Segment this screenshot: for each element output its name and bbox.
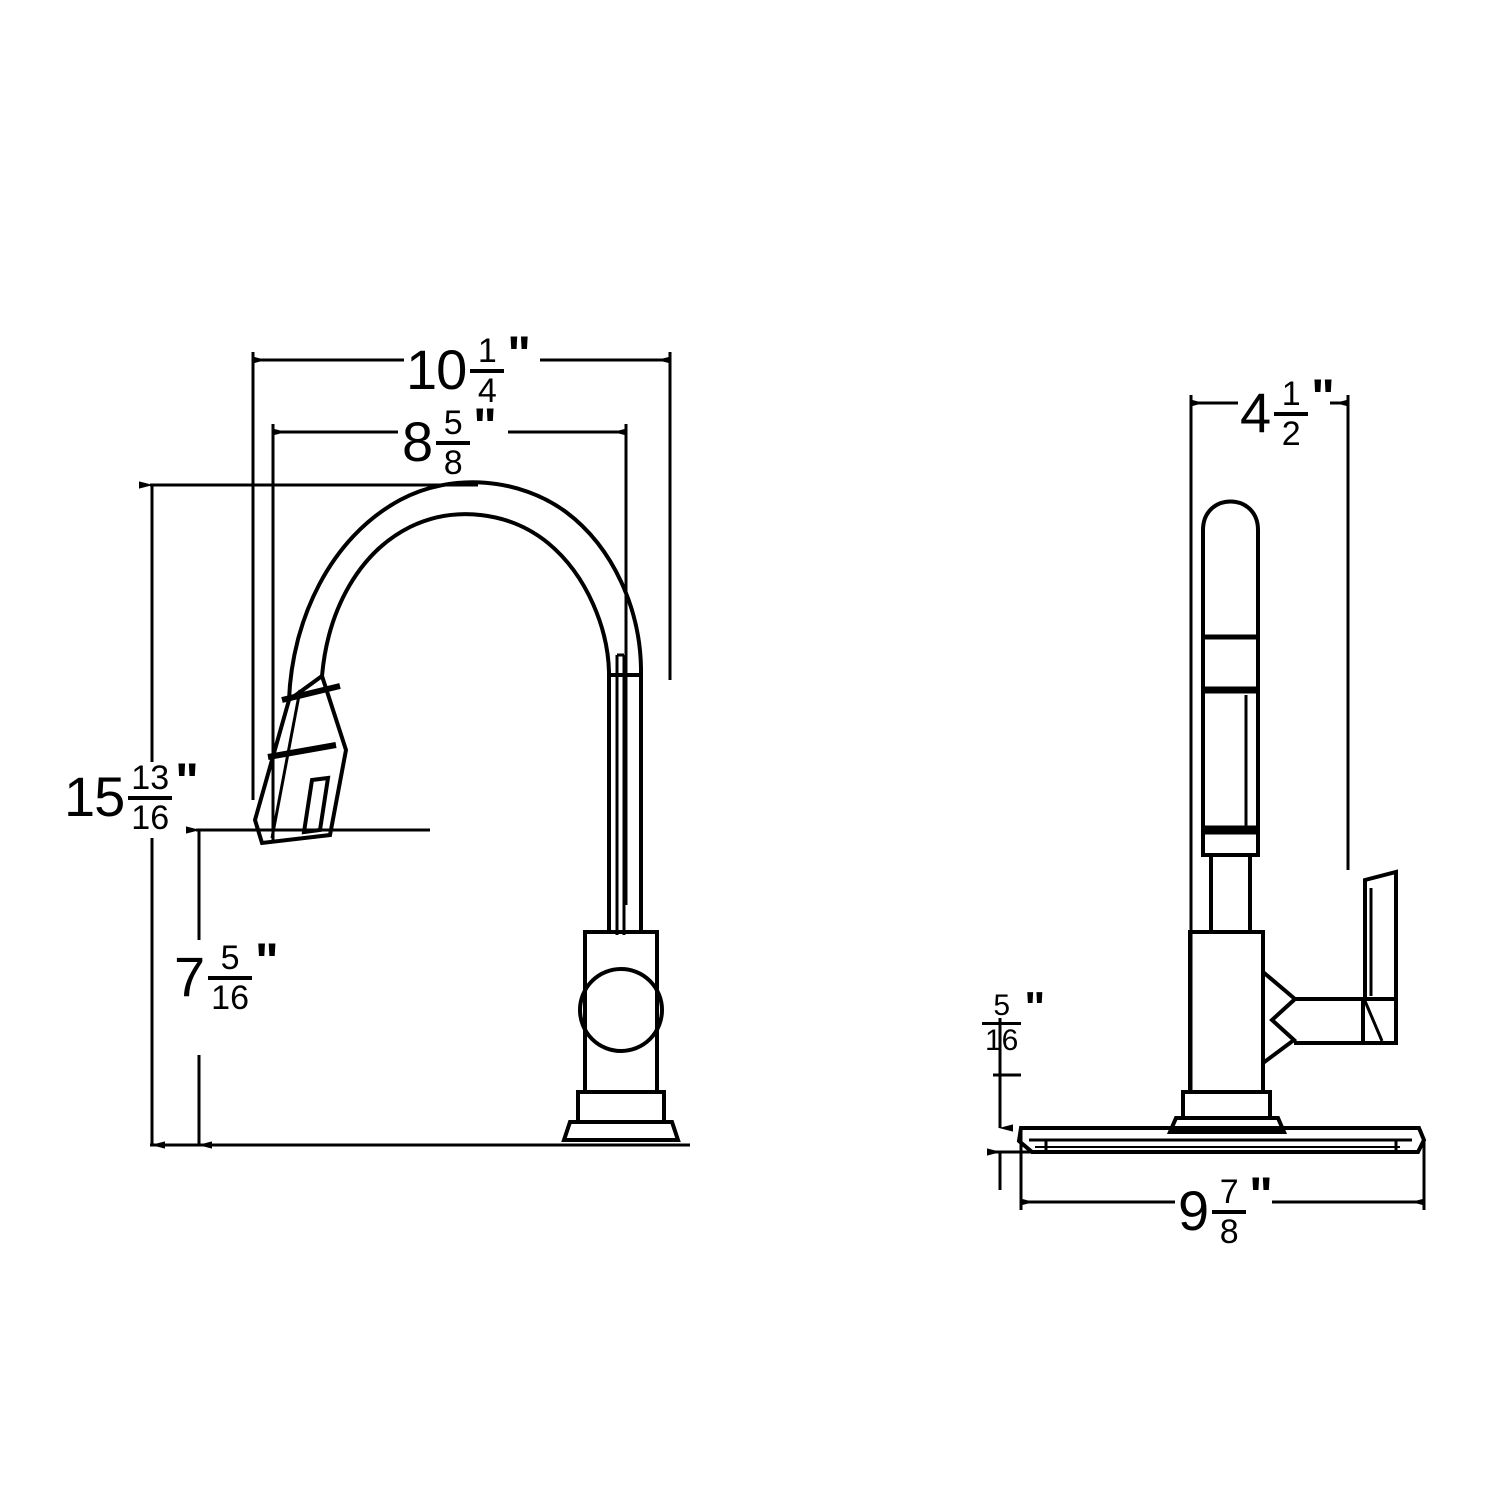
dim-denominator: 16 (985, 1024, 1019, 1057)
dim-whole: 10 (406, 338, 467, 401)
front-view-dimension-lines (987, 395, 1426, 1210)
dim-numerator: 1 (477, 332, 497, 370)
dim-fraction: 5 16 (208, 941, 252, 1015)
dim-numerator: 5 (993, 989, 1011, 1022)
fraction-bar-icon (1212, 1210, 1247, 1214)
dim-whole: 9 (1178, 1179, 1209, 1242)
dim-unit: " (507, 326, 532, 382)
dim-whole: 4 (1240, 381, 1271, 444)
dim-numerator: 1 (1281, 375, 1301, 413)
dim-denominator: 4 (477, 372, 497, 410)
dim-unit: " (1311, 369, 1335, 425)
dim-unit: " (254, 933, 279, 989)
side-view-dimension-lines (139, 352, 690, 1149)
spray-head (252, 672, 349, 846)
dim-fraction: 1 4 (470, 332, 505, 410)
fraction-bar-icon (1274, 412, 1309, 416)
fraction-bar-icon (982, 1022, 1022, 1025)
dim-denominator: 2 (1281, 415, 1301, 453)
dim-unit: " (1249, 1167, 1273, 1223)
dim-whole: 7 (174, 945, 205, 1008)
fraction-bar-icon (128, 796, 173, 800)
dimension-label-overall-width: 10 1 4 " (406, 329, 531, 410)
dim-fraction: 5 8 (436, 404, 471, 482)
front-view-lever-handle (1261, 869, 1398, 1065)
side-view-base-body (561, 930, 681, 1142)
dimension-label-spout-height: 7 5 16 " (174, 936, 279, 1015)
dim-fraction: 7 8 (1212, 1173, 1247, 1251)
dim-fraction: 13 16 (128, 759, 173, 837)
dim-fraction: 5 16 (982, 989, 1022, 1057)
front-view-deck-plate (1016, 1126, 1427, 1154)
dim-denominator: 16 (211, 979, 249, 1017)
dim-unit: " (175, 753, 199, 809)
dim-numerator: 7 (1219, 1173, 1239, 1211)
dimension-label-overall-height: 15 13 16 " (64, 756, 199, 837)
dimension-label-deck-plate-thickness: 5 16 " (978, 986, 1045, 1057)
dim-unit: " (1024, 983, 1046, 1032)
dim-fraction: 1 2 (1274, 375, 1309, 453)
dim-whole: 8 (402, 410, 433, 473)
dim-numerator: 5 (443, 404, 463, 442)
dim-denominator: 16 (131, 799, 170, 837)
dim-whole: 15 (64, 765, 125, 828)
dim-unit: " (473, 398, 497, 454)
dim-numerator: 13 (131, 759, 170, 797)
dimension-label-handle-width: 4 1 2 " (1240, 372, 1335, 453)
dimension-label-deck-plate-width: 9 7 8 " (1178, 1170, 1273, 1251)
fraction-bar-icon (208, 976, 252, 980)
dim-denominator: 8 (1219, 1213, 1239, 1251)
dim-numerator: 5 (220, 939, 240, 977)
front-view-faucet-geometry (1166, 499, 1288, 1134)
side-view-faucet-geometry (287, 480, 643, 935)
fraction-bar-icon (436, 441, 471, 445)
fraction-bar-icon (470, 369, 505, 373)
dimension-label-spout-reach: 8 5 8 " (402, 401, 497, 482)
dim-denominator: 8 (443, 444, 463, 482)
